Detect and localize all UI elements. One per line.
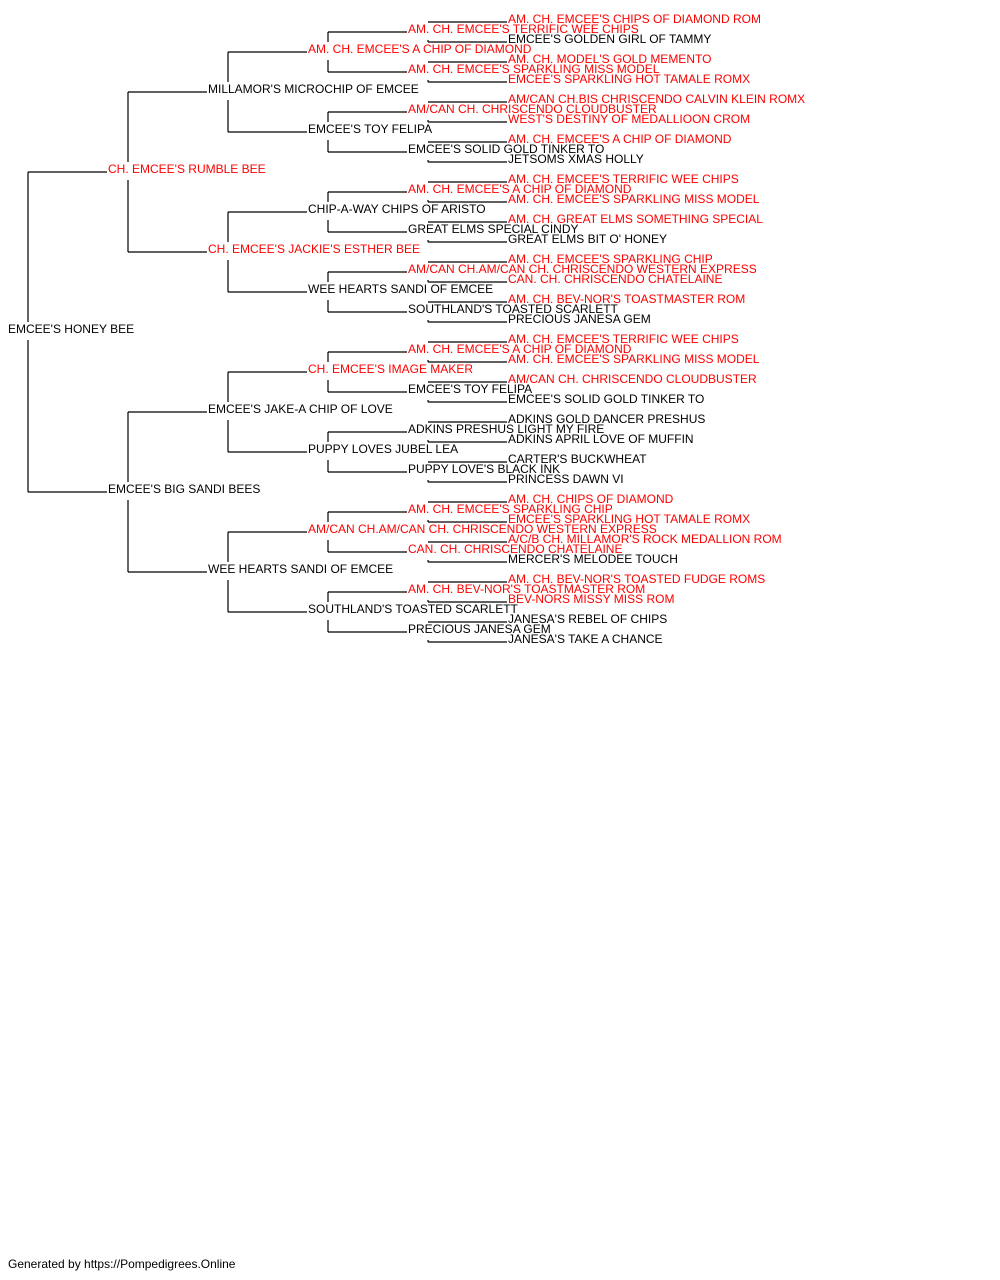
dog-name-gen5-8: AM. CH. EMCEE'S TERRIFIC WEE CHIPS: [508, 172, 739, 186]
dog-name-gen5-20: ADKINS GOLD DANCER PRESHUS: [508, 412, 705, 426]
dog-name-gen5-17: AM. CH. EMCEE'S SPARKLING MISS MODEL: [508, 352, 760, 366]
dog-name-gen2-1: CH. EMCEE'S JACKIE'S ESTHER BEE: [208, 242, 420, 256]
dog-name-gen3-5: PUPPY LOVES JUBEL LEA: [308, 442, 458, 456]
dog-name-gen5-27: MERCER'S MELODEE TOUCH: [508, 552, 678, 566]
dog-name-gen5-10: AM. CH. GREAT ELMS SOMETHING SPECIAL: [508, 212, 763, 226]
dog-name-gen5-16: AM. CH. EMCEE'S TERRIFIC WEE CHIPS: [508, 332, 739, 346]
dog-name-gen5-9: AM. CH. EMCEE'S SPARKLING MISS MODEL: [508, 192, 760, 206]
dog-name-gen5-4: AM/CAN CH.BIS CHRISCENDO CALVIN KLEIN RO…: [508, 92, 805, 106]
dog-name-gen5-31: JANESA'S TAKE A CHANCE: [508, 632, 663, 646]
dog-name-gen4-10: ADKINS PRESHUS LIGHT MY FIRE: [408, 422, 604, 436]
dog-name-gen5-21: ADKINS APRIL LOVE OF MUFFIN: [508, 432, 694, 446]
dog-name-gen5-14: AM. CH. BEV-NOR'S TOASTMASTER ROM: [508, 292, 745, 306]
dog-name-gen5-15: PRECIOUS JANESA GEM: [508, 312, 651, 326]
dog-name-gen5-25: EMCEE'S SPARKLING HOT TAMALE ROMX: [508, 512, 750, 526]
dog-name-gen4-2: AM/CAN CH. CHRISCENDO CLOUDBUSTER: [408, 102, 657, 116]
dog-name-gen4-6: AM/CAN CH.AM/CAN CH. CHRISCENDO WESTERN …: [408, 262, 757, 276]
dog-name-gen3-3: WEE HEARTS SANDI OF EMCEE: [308, 282, 493, 296]
dog-name-gen3-1: EMCEE'S TOY FELIPA: [308, 122, 432, 136]
dog-name-gen4-4: AM. CH. EMCEE'S A CHIP OF DIAMOND: [408, 182, 632, 196]
connector-lines: [27, 21, 507, 643]
dog-name-gen5-6: AM. CH. EMCEE'S A CHIP OF DIAMOND: [508, 132, 732, 146]
dog-name-gen4-13: CAN. CH. CHRISCENDO CHATELAINE: [408, 542, 622, 556]
dog-name-gen5-0: AM. CH. EMCEE'S CHIPS OF DIAMOND ROM: [508, 12, 761, 26]
dog-name-gen4-5: GREAT ELMS SPECIAL CINDY: [408, 222, 579, 236]
dog-name-gen4-7: SOUTHLAND'S TOASTED SCARLETT: [408, 302, 619, 316]
dog-name-gen5-3: EMCEE'S SPARKLING HOT TAMALE ROMX: [508, 72, 750, 86]
dog-name-gen4-3: EMCEE'S SOLID GOLD TINKER TO: [408, 142, 604, 156]
dog-name-gen5-28: AM. CH. BEV-NOR'S TOASTED FUDGE ROMS: [508, 572, 765, 586]
dog-name-gen4-14: AM. CH. BEV-NOR'S TOASTMASTER ROM: [408, 582, 645, 596]
dog-name-gen3-0: AM. CH. EMCEE'S A CHIP OF DIAMOND: [308, 42, 532, 56]
dog-name-gen4-9: EMCEE'S TOY FELIPA: [408, 382, 532, 396]
dog-name-gen5-22: CARTER'S BUCKWHEAT: [508, 452, 647, 466]
dog-name-gen5-13: CAN. CH. CHRISCENDO CHATELAINE: [508, 272, 722, 286]
dog-name-gen4-12: AM. CH. EMCEE'S SPARKLING CHIP: [408, 502, 613, 516]
dog-name-gen4-0: AM. CH. EMCEE'S TERRIFIC WEE CHIPS: [408, 22, 639, 36]
dog-name-gen5-29: BEV-NORS MISSY MISS ROM: [508, 592, 674, 606]
dog-name-gen4-15: PRECIOUS JANESA GEM: [408, 622, 551, 636]
dog-name-gen5-26: A/C/B CH. MILLAMOR'S ROCK MEDALLION ROM: [508, 532, 782, 546]
dog-name-gen3-4: CH. EMCEE'S IMAGE MAKER: [308, 362, 473, 376]
dog-name-gen1-0: CH. EMCEE'S RUMBLE BEE: [108, 162, 266, 176]
dog-name-gen1-1: EMCEE'S BIG SANDI BEES: [108, 482, 260, 496]
dog-name-gen5-23: PRINCESS DAWN VI: [508, 472, 624, 486]
dog-name-gen2-2: EMCEE'S JAKE-A CHIP OF LOVE: [208, 402, 393, 416]
pedigree-tree: EMCEE'S HONEY BEE CH. EMCEE'S RUMBLE BEE M…: [8, 12, 805, 646]
dog-name-gen5-18: AM/CAN CH. CHRISCENDO CLOUDBUSTER: [508, 372, 757, 386]
dog-name-gen3-6: AM/CAN CH.AM/CAN CH. CHRISCENDO WESTERN …: [308, 522, 657, 536]
dog-name-gen4-8: AM. CH. EMCEE'S A CHIP OF DIAMOND: [408, 342, 632, 356]
dog-name-gen2-3: WEE HEARTS SANDI OF EMCEE: [208, 562, 393, 576]
dog-name-gen5-7: JETSOMS XMAS HOLLY: [508, 152, 644, 166]
dog-name-gen2-0: MILLAMOR'S MICROCHIP OF EMCEE: [208, 82, 419, 96]
dog-name-gen5-24: AM. CH. CHIPS OF DIAMOND: [508, 492, 674, 506]
dog-name-gen5-1: EMCEE'S GOLDEN GIRL OF TAMMY: [508, 32, 711, 46]
dog-labels: EMCEE'S HONEY BEE CH. EMCEE'S RUMBLE BEE M…: [8, 12, 805, 646]
dog-name-gen5-12: AM. CH. EMCEE'S SPARKLING CHIP: [508, 252, 713, 266]
dog-name-gen5-11: GREAT ELMS BIT O' HONEY: [508, 232, 667, 246]
dog-name-gen4-1: AM. CH. EMCEE'S SPARKLING MISS MODEL: [408, 62, 660, 76]
dog-name-gen5-30: JANESA'S REBEL OF CHIPS: [508, 612, 667, 626]
dog-name-gen3-7: SOUTHLAND'S TOASTED SCARLETT: [308, 602, 519, 616]
dog-name-gen5-5: WEST'S DESTINY OF MEDALLIOON CROM: [508, 112, 750, 126]
dog-name-gen5-19: EMCEE'S SOLID GOLD TINKER TO: [508, 392, 704, 406]
dog-name-gen0-0: EMCEE'S HONEY BEE: [8, 322, 134, 336]
dog-name-gen5-2: AM. CH. MODEL'S GOLD MEMENTO: [508, 52, 711, 66]
generated-by-footer: Generated by https://Pompedigrees.Online: [8, 1257, 236, 1271]
dog-name-gen3-2: CHIP-A-WAY CHIPS OF ARISTO: [308, 202, 486, 216]
dog-name-gen4-11: PUPPY LOVE'S BLACK INK: [408, 462, 560, 476]
